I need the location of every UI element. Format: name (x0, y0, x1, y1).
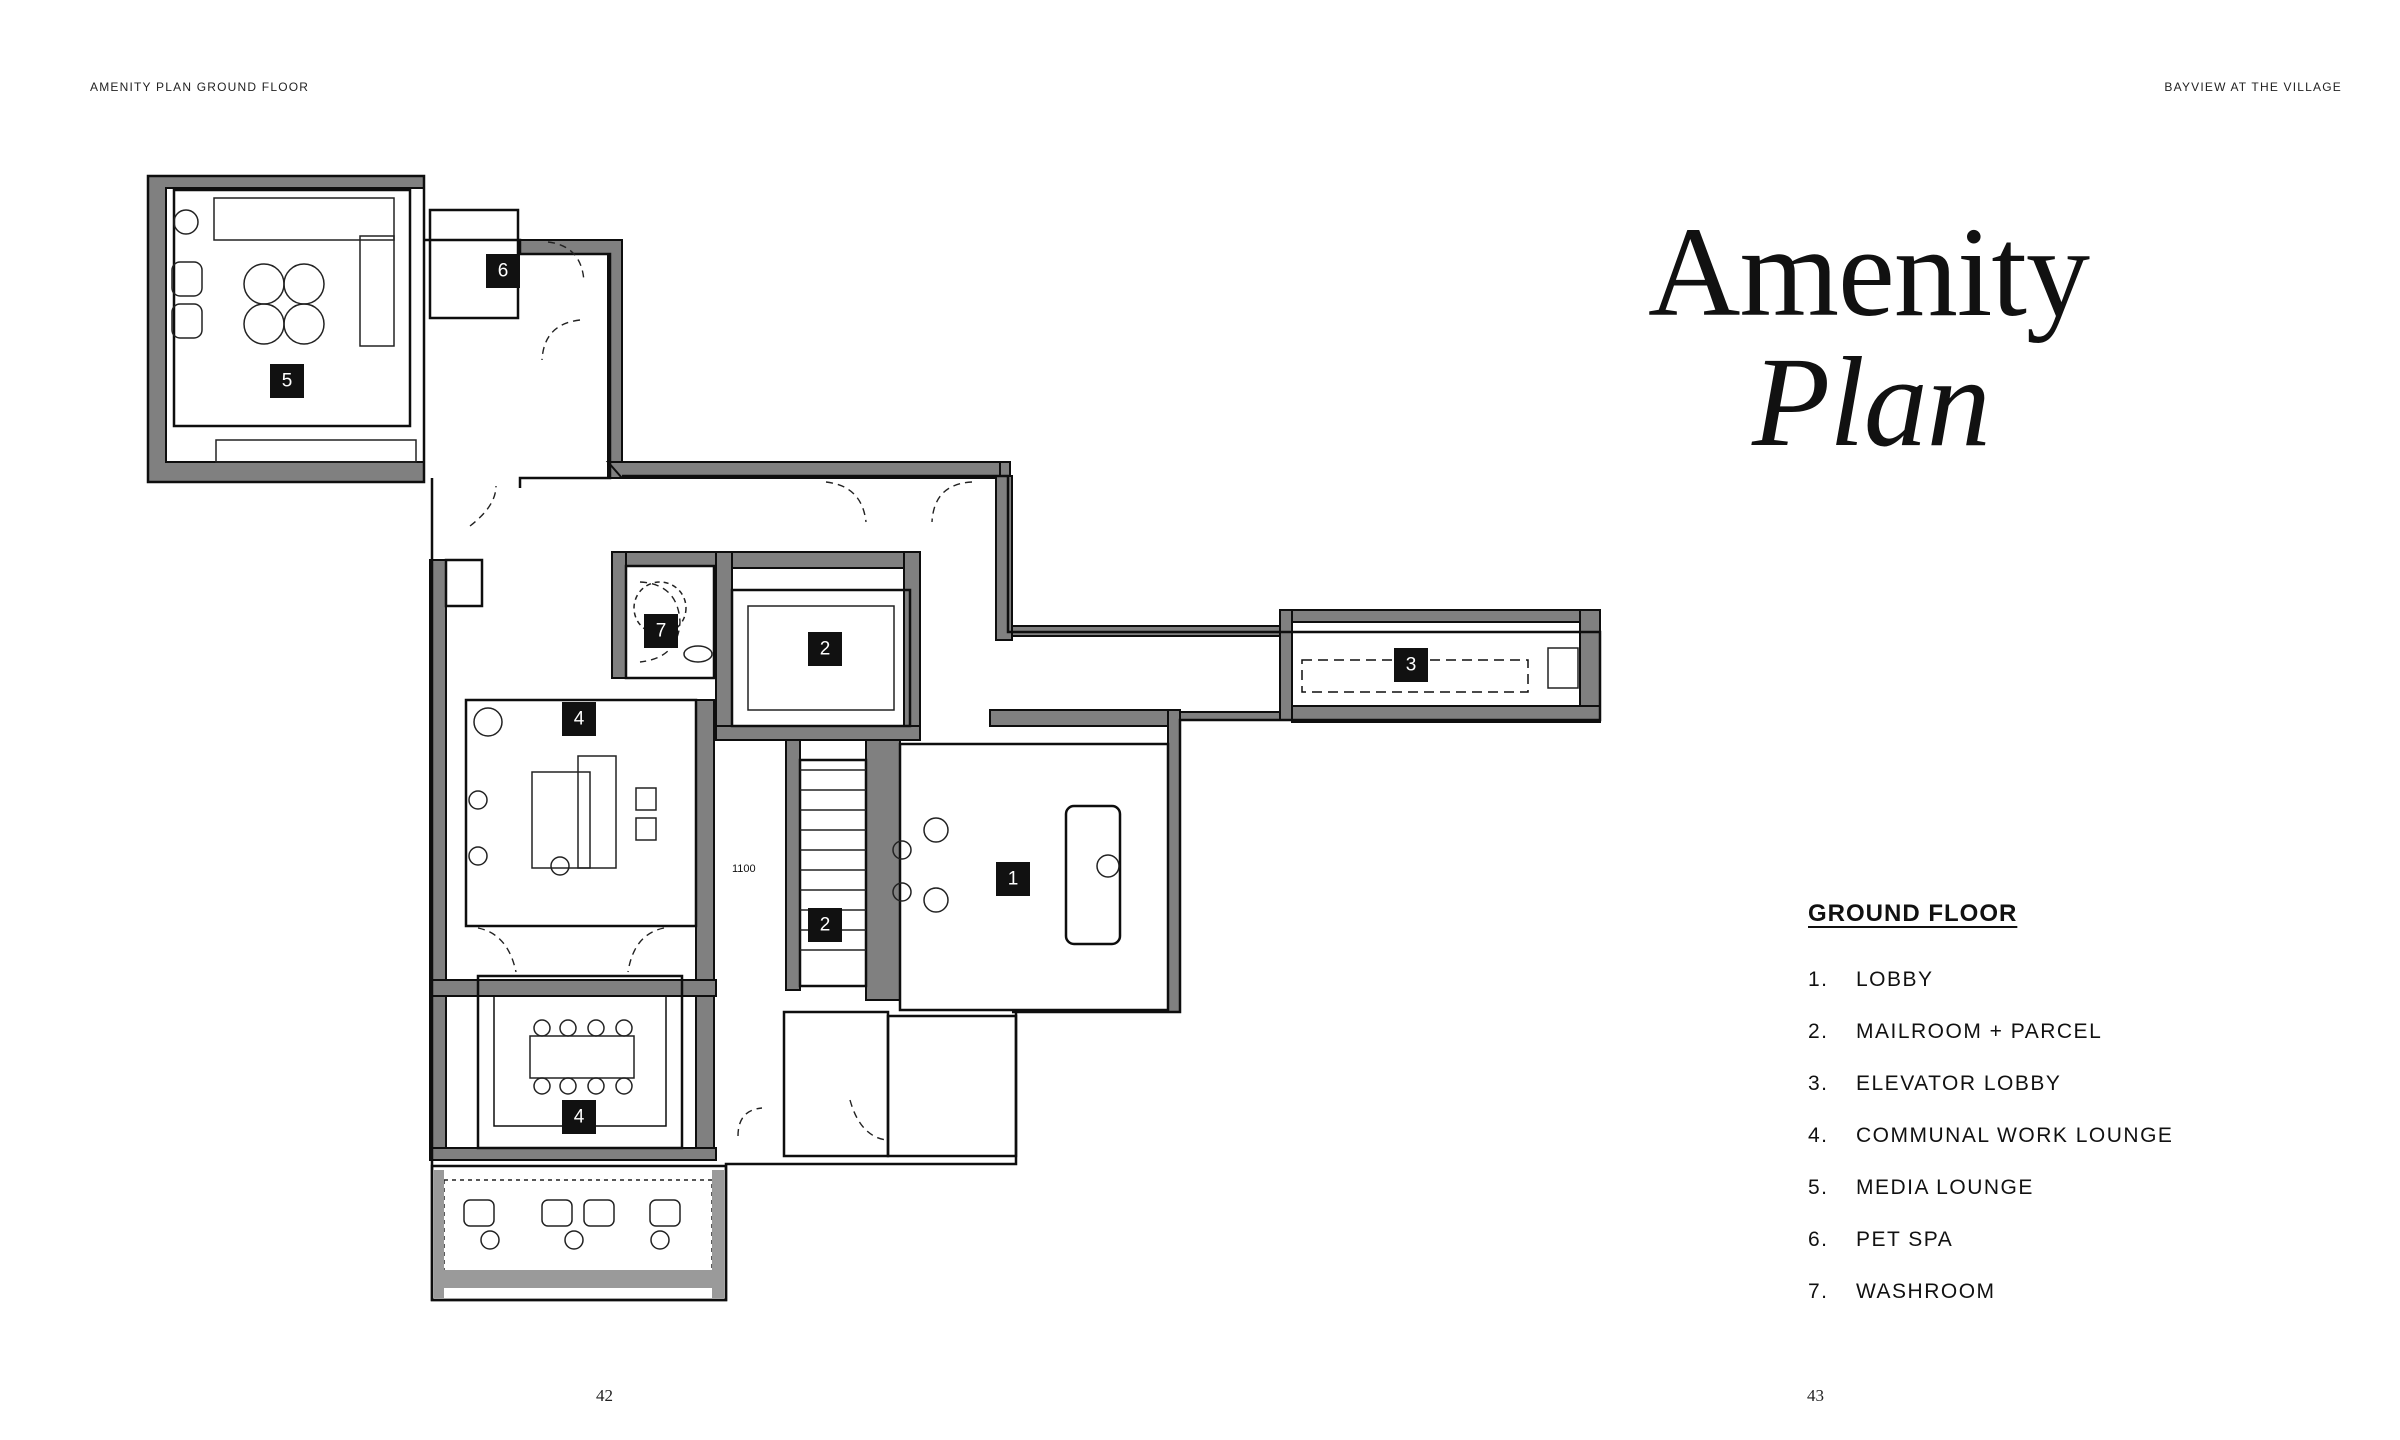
door-swings (469, 241, 973, 1141)
room-label-elevator-lobby: 3 (1394, 648, 1428, 682)
page-title-line1: Amenity (1648, 201, 2090, 343)
room-legend: GROUND FLOOR 1. LOBBY 2. MAILROOM + PARC… (1808, 900, 2248, 1332)
svg-text:1: 1 (1008, 869, 1019, 890)
legend-item-label: COMMUNAL WORK LOUNGE (1856, 1124, 2174, 1147)
legend-item-label: MAILROOM + PARCEL (1856, 1020, 2103, 1043)
wall-outlines (146, 174, 1602, 1302)
legend-item-number: 4. (1808, 1124, 1829, 1147)
svg-text:2: 2 (820, 915, 831, 936)
legend-item-label: ELEVATOR LOBBY (1856, 1072, 2062, 1095)
svg-text:3: 3 (1406, 655, 1417, 676)
floor-plan: 1 2 2 3 4 4 5 6 7 1100 (146, 174, 1602, 1302)
legend-item-number: 1. (1808, 968, 1829, 991)
legend-item: 7. WASHROOM (1808, 1280, 2248, 1332)
legend-item-label: LOBBY (1856, 968, 1934, 991)
legend-item-number: 6. (1808, 1228, 1829, 1251)
legend-item-label: PET SPA (1856, 1228, 1954, 1251)
room-label-work-lounge-upper: 4 (562, 702, 596, 736)
running-header-right: BAYVIEW AT THE VILLAGE (2164, 80, 2342, 94)
svg-text:2: 2 (820, 639, 831, 660)
legend-item: 3. ELEVATOR LOBBY (1808, 1072, 2248, 1124)
room-label-mailroom-lower: 2 (808, 908, 842, 942)
legend-item: 5. MEDIA LOUNGE (1808, 1176, 2248, 1228)
legend-item: 1. LOBBY (1808, 968, 2248, 1020)
svg-text:6: 6 (498, 261, 509, 282)
page-number-left: 42 (596, 1386, 613, 1405)
svg-text:4: 4 (574, 1107, 585, 1128)
room-label-pet-spa: 6 (486, 254, 520, 288)
legend-item: 2. MAILROOM + PARCEL (1808, 1020, 2248, 1072)
legend-heading: GROUND FLOOR (1808, 900, 2018, 927)
room-label-lobby: 1 (996, 862, 1030, 896)
page-number-right: 43 (1807, 1386, 1824, 1405)
legend-item: 6. PET SPA (1808, 1228, 2248, 1280)
svg-text:4: 4 (574, 709, 585, 730)
legend-item-number: 7. (1808, 1280, 1829, 1303)
page-title-line2: Plan (1752, 331, 1991, 473)
room-label-work-lounge-lower: 4 (562, 1100, 596, 1134)
legend-item: 4. COMMUNAL WORK LOUNGE (1808, 1124, 2248, 1176)
room-label-media-lounge: 5 (270, 364, 304, 398)
legend-item-number: 2. (1808, 1020, 1829, 1043)
legend-item-number: 5. (1808, 1176, 1829, 1199)
legend-item-label: MEDIA LOUNGE (1856, 1176, 2034, 1199)
legend-item-number: 3. (1808, 1072, 1829, 1095)
room-label-mailroom-upper: 2 (808, 632, 842, 666)
running-header-left: AMENITY PLAN GROUND FLOOR (90, 80, 310, 94)
terrace-planting (434, 1170, 724, 1298)
legend-item-label: WASHROOM (1856, 1280, 1996, 1303)
svg-text:7: 7 (656, 621, 667, 642)
svg-text:5: 5 (282, 371, 293, 392)
room-label-washroom: 7 (644, 614, 678, 648)
dimension-label: 1100 (732, 863, 756, 875)
